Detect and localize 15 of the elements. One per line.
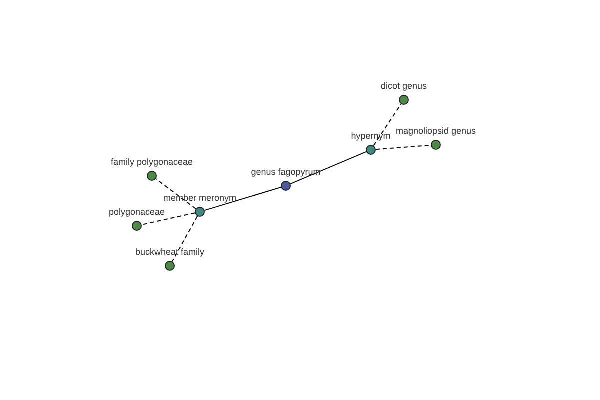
node-label: magnoliopsid genus: [396, 127, 476, 136]
node-label: dicot genus: [380, 82, 428, 91]
dashed-line: [141, 212, 196, 226]
dashed-line: [375, 144, 432, 150]
connector-line: [290, 151, 367, 185]
dashed-line: [156, 178, 196, 210]
node-label: hypernym: [351, 132, 391, 141]
node-label: polygonaceae: [108, 208, 166, 217]
node-label: family polygonaceae: [110, 158, 194, 167]
dashed-line: [373, 104, 402, 146]
node-label: buckwheat family: [135, 248, 205, 257]
node-label: member meronym: [164, 194, 236, 203]
connector-line: [204, 186, 282, 212]
dashed-line: [172, 216, 198, 262]
node-label: genus fagopyrum: [251, 168, 321, 177]
